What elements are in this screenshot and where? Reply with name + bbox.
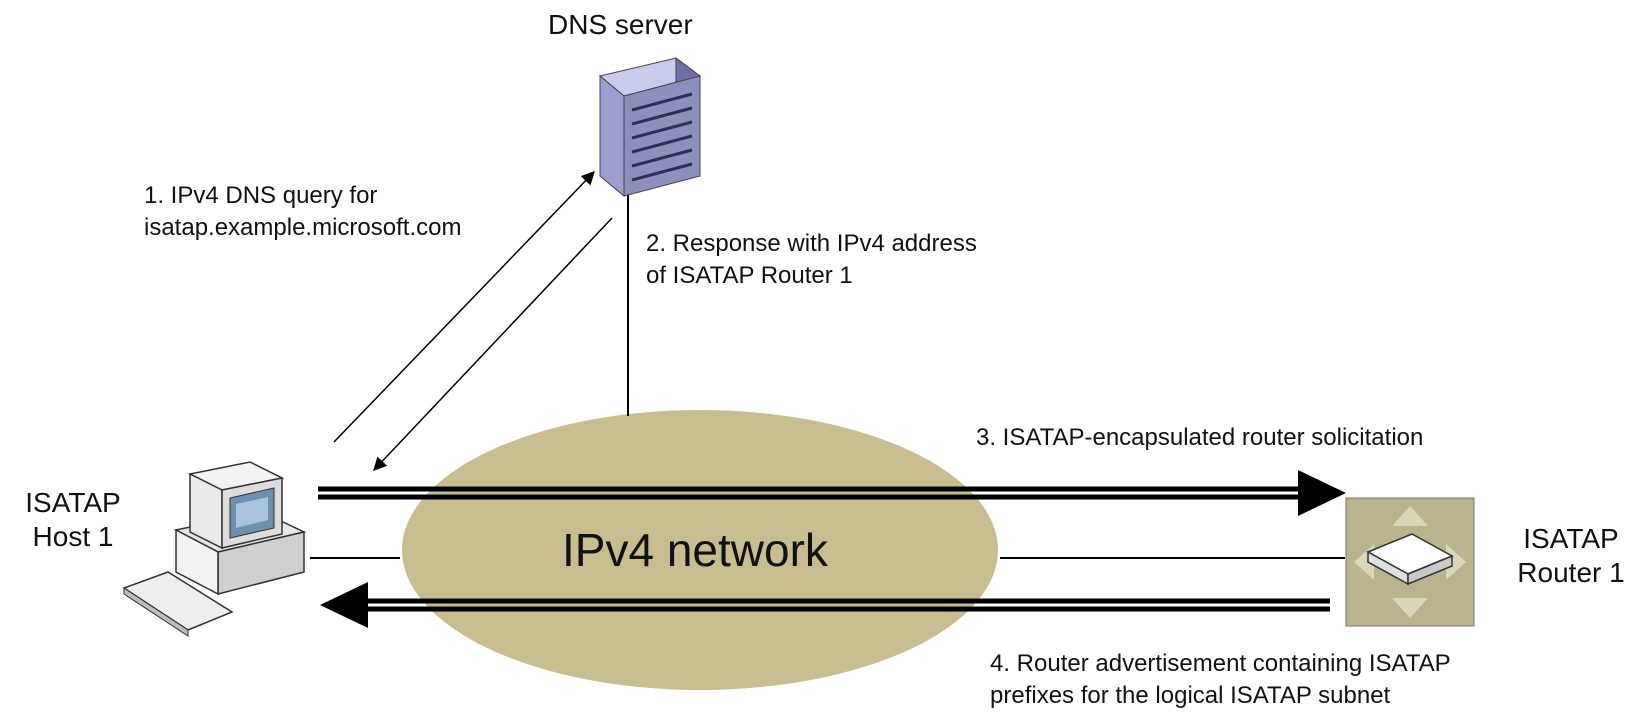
ipv4-network-label: IPv4 network: [562, 524, 828, 576]
step-3-line1: 3. ISATAP-encapsulated router solicitati…: [976, 424, 1424, 451]
step-3-label: 3. ISATAP-encapsulated router solicitati…: [976, 422, 1423, 454]
step-1-line1: 1. IPv4 DNS query for: [144, 182, 378, 209]
host-label-line1: ISATAP: [25, 487, 121, 518]
step-2-line1: 2. Response with IPv4 address: [646, 230, 977, 257]
step-1-label: 1. IPv4 DNS query for isatap.example.mic…: [144, 180, 461, 244]
router-icon: [1345, 497, 1475, 627]
dns-server-label: DNS server: [548, 9, 693, 40]
step-2-line2: of ISATAP Router 1: [646, 262, 853, 289]
step-4-line2: prefixes for the logical ISATAP subnet: [990, 682, 1391, 709]
step-4-line1: 4. Router advertisement containing ISATA…: [990, 650, 1451, 677]
router-label-line2: Router 1: [1517, 557, 1625, 588]
dns-query-arrow: [333, 171, 595, 443]
dns-server-icon: [598, 57, 702, 198]
host-label: ISATAP Host 1: [14, 486, 132, 554]
router-label-line1: ISATAP: [1523, 523, 1619, 554]
router-label: ISATAP Router 1: [1506, 522, 1636, 590]
router-advertisement-arrow: [320, 582, 1330, 628]
step-1-line2: isatap.example.microsoft.com: [144, 214, 462, 241]
step-2-label: 2. Response with IPv4 address of ISATAP …: [646, 228, 977, 292]
ipv4-network-cloud: [402, 410, 998, 690]
host-label-line2: Host 1: [32, 521, 114, 552]
dns-response-arrow: [373, 217, 613, 471]
host-computer-icon: [122, 461, 307, 637]
step-4-label: 4. Router advertisement containing ISATA…: [990, 648, 1451, 712]
router-solicitation-arrow: [318, 470, 1346, 516]
